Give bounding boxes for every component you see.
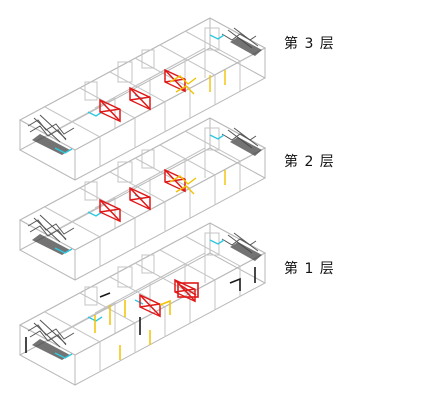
floor-1-plan (19, 222, 266, 386)
floor-3-plan (19, 17, 266, 181)
floor-2-plan (19, 117, 266, 281)
floor-label-1: 第 1 层 (284, 261, 335, 277)
floor-label-3: 第 3 层 (284, 36, 335, 52)
floor-label-2: 第 2 层 (284, 154, 335, 170)
